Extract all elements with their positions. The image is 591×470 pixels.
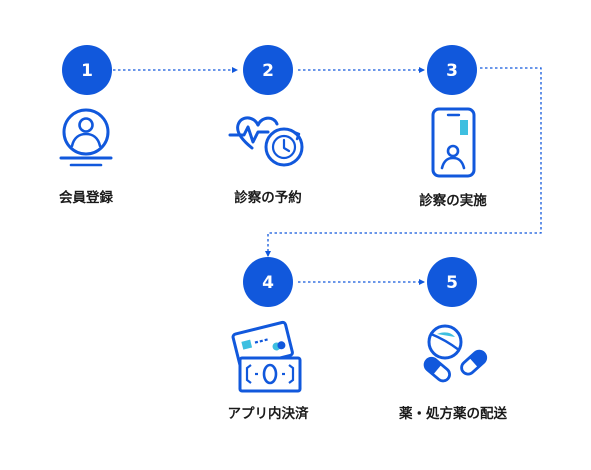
step-number-circle: [427, 257, 477, 307]
user-profile-icon: [59, 108, 113, 167]
step-label: 診察の予約: [234, 189, 302, 206]
step-number-circle: [427, 45, 477, 95]
step-label: 会員登録: [59, 189, 113, 206]
step-number: 1: [81, 61, 93, 81]
step-label: 薬・処方薬の配送: [399, 405, 507, 422]
heartbeat-clock-icon: [228, 116, 304, 167]
pills-capsules-icon: [423, 324, 488, 383]
step-4: 4 アプリ内決済: [228, 257, 309, 422]
step-2: 2 診察の予約: [228, 45, 304, 206]
step-1: 1 会員登録: [59, 45, 113, 206]
step-3: 3 診察の実施: [419, 45, 487, 209]
smartphone-doctor-icon: [431, 107, 476, 178]
step-5: 5 薬・処方薬の配送: [399, 257, 507, 422]
step-number-circle: [243, 257, 293, 307]
step-number: 5: [446, 273, 458, 293]
step-number: 3: [446, 61, 458, 81]
step-number-circle: [62, 45, 112, 95]
step-label: アプリ内決済: [228, 405, 309, 422]
step-number-circle: [243, 45, 293, 95]
step-number: 4: [262, 273, 274, 293]
step-number: 2: [262, 61, 274, 81]
credit-card-cash-icon: [231, 320, 302, 393]
step-label: 診察の実施: [419, 192, 487, 209]
connector-3-4: [265, 67, 542, 257]
